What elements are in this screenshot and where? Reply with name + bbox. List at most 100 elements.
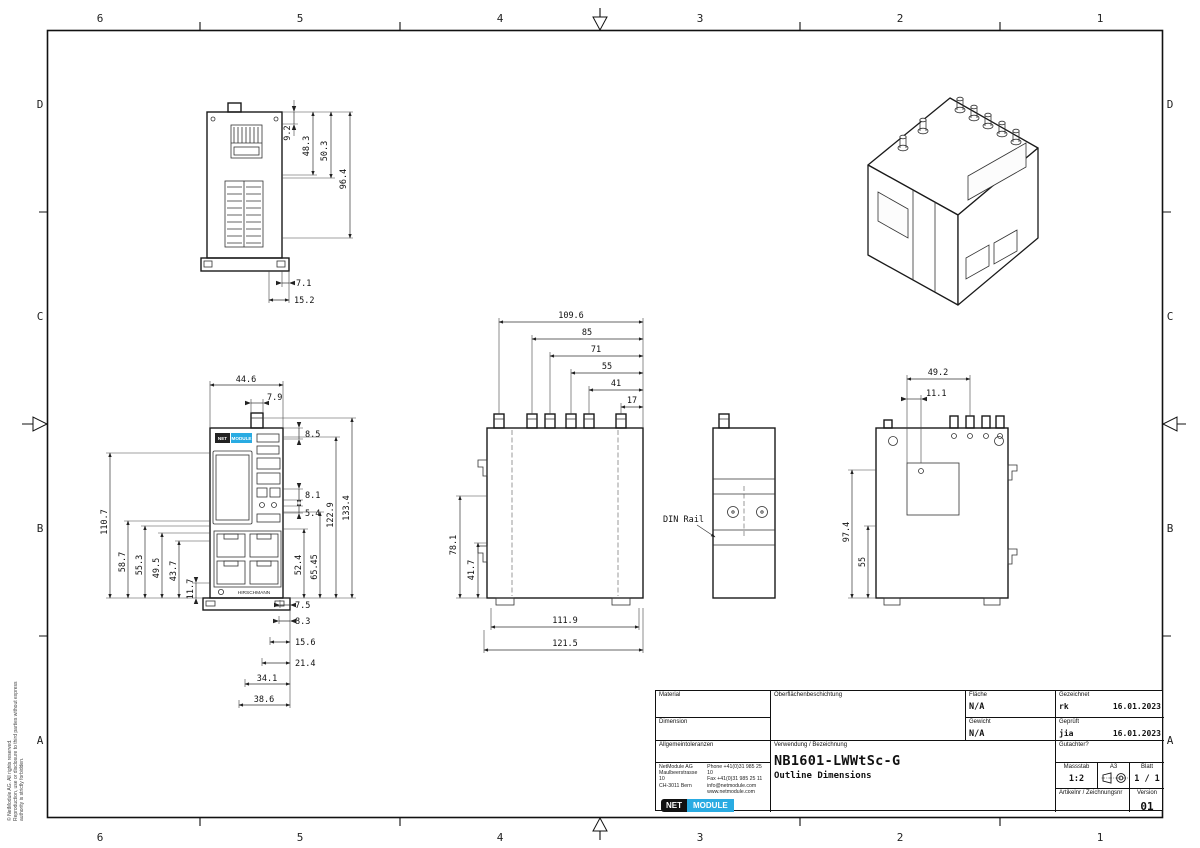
dim-label: 85 xyxy=(582,328,592,338)
surface-cell: Oberflächenbeschichtung xyxy=(771,691,966,741)
drawn-label: Gezeichnet xyxy=(1059,692,1090,698)
front-view-dimensions: 44.6 7.9 8.5 8.1 5.4 52.4 65.45 122.9 13… xyxy=(100,375,356,708)
dim-label: 8.1 xyxy=(305,491,320,501)
center-marks xyxy=(22,8,1186,840)
zone-label: A xyxy=(1167,734,1174,747)
logo-module: MODULE xyxy=(687,799,734,812)
checked-label: Geprüft xyxy=(1059,719,1080,725)
dim-label: 78.1 xyxy=(449,535,459,555)
top-view-dimensions: 9.2 48.3 50.3 96.4 7.1 15.2 xyxy=(268,100,353,306)
zone-label: 4 xyxy=(497,831,504,844)
dim-label: 65.45 xyxy=(310,554,320,580)
drawn-by: rk xyxy=(1059,702,1069,711)
ethernet-block xyxy=(213,530,282,588)
scale-label: Massstab xyxy=(1063,764,1090,770)
zone-label: 1 xyxy=(1097,12,1104,25)
article-cell: Artikelnr / Zeichnungsnr xyxy=(1056,789,1130,812)
zone-label: B xyxy=(1167,522,1174,535)
dimension-label: Dimension xyxy=(659,719,688,725)
tolerances-cell: Allgemeintoleranzen xyxy=(656,741,771,763)
material-label: Material xyxy=(659,692,681,698)
dim-label: 55 xyxy=(602,362,612,372)
dim-label: 50.3 xyxy=(320,141,330,161)
netmodule-logo: NET MODULE xyxy=(661,799,767,812)
front-logo-module-label: MODULE xyxy=(232,436,252,441)
dim-label: 9.2 xyxy=(283,125,293,140)
material-cell: Material xyxy=(656,691,771,718)
sheet-cell: Blatt 1 / 1 xyxy=(1130,763,1164,789)
gewicht-cell: Gewicht N/A xyxy=(966,718,1056,741)
part-number: NB1601-LWWtSc-G xyxy=(774,753,901,769)
company-street: Maulbeerstrasse 10 xyxy=(659,770,698,783)
zone-label: 5 xyxy=(297,12,304,25)
drawn-cell: Gezeichnet rk 16.01.2023 xyxy=(1056,691,1164,718)
zone-label: C xyxy=(1167,310,1174,323)
dim-label: 110.7 xyxy=(100,509,110,535)
zone-label: 4 xyxy=(497,12,504,25)
zone-label: C xyxy=(37,310,44,323)
zone-label: 3 xyxy=(697,12,704,25)
dim-label: 7.5 xyxy=(295,601,310,611)
scale-value: 1:2 xyxy=(1068,774,1085,784)
designation-cell: Verwendung / Bezeichnung NB1601-LWWtSc-G… xyxy=(771,741,1056,812)
dim-label: 17 xyxy=(627,396,637,406)
dim-label: 15.2 xyxy=(294,296,314,306)
dimension-cell: Dimension xyxy=(656,718,771,741)
dim-label: 55.3 xyxy=(135,555,145,575)
front-logo-net-box xyxy=(215,433,230,443)
flaeche-cell: Fläche N/A xyxy=(966,691,1056,718)
side-view xyxy=(477,413,644,606)
dim-label: 52.4 xyxy=(294,555,304,575)
top-view xyxy=(200,102,290,272)
dim-label: 97.4 xyxy=(842,522,852,542)
dim-label: 48.3 xyxy=(302,136,312,156)
zone-label: 1 xyxy=(1097,831,1104,844)
approver-cell: Gutachter? xyxy=(1056,741,1164,763)
dim-label: 111.9 xyxy=(552,616,578,626)
tolerances-label: Allgemeintoleranzen xyxy=(659,742,714,748)
gewicht-label: Gewicht xyxy=(969,719,991,725)
part-title: Outline Dimensions xyxy=(774,771,872,781)
company-city: CH-3011 Bern xyxy=(659,782,692,789)
dim-label: 11.7 xyxy=(186,579,196,599)
zone-label: 6 xyxy=(97,831,104,844)
copyright-line: authority is strictly forbidden. xyxy=(19,757,25,821)
company-contact: Phone +41(0)31 985 25 10 Fax +41(0)31 98… xyxy=(707,764,767,795)
dim-label: 55 xyxy=(858,557,868,567)
dim-label: 71 xyxy=(591,345,601,355)
dim-label: 41.7 xyxy=(467,560,477,580)
dim-label: 121.5 xyxy=(552,639,578,649)
company-fax: Fax +41(0)31 985 25 11 xyxy=(707,776,763,783)
zone-label: B xyxy=(37,522,44,535)
flaeche-value: N/A xyxy=(969,702,985,712)
paper-size-cell: A3 xyxy=(1098,763,1130,789)
dim-label: 8.3 xyxy=(295,617,310,627)
dim-label: 43.7 xyxy=(169,561,179,581)
zone-label: 2 xyxy=(897,831,904,844)
front-logo-net-label: NET xyxy=(218,436,227,441)
dim-label: 21.4 xyxy=(295,659,315,669)
zone-label: D xyxy=(1167,98,1174,111)
dim-label: 49.5 xyxy=(152,558,162,578)
surface-label: Oberflächenbeschichtung xyxy=(774,692,843,698)
din-rail-view: DIN Rail xyxy=(663,413,776,599)
drawn-date: 16.01.2023 xyxy=(1112,702,1161,711)
dim-label: 7.9 xyxy=(267,393,282,403)
company-phone: Phone +41(0)31 985 25 10 xyxy=(707,764,762,777)
side-view-dimensions: 109.6 85 71 55 41 17 78.1 41.7 111.9 121… xyxy=(449,311,644,653)
title-block: Material Oberflächenbeschichtung Fläche … xyxy=(655,690,1164,812)
zone-label: 3 xyxy=(697,831,704,844)
iso-antenna-connectors xyxy=(897,96,1022,152)
dim-label: 133.4 xyxy=(342,495,352,521)
sheet-value: 1 / 1 xyxy=(1134,774,1160,784)
hirschmann-label: HIRSCHMANN xyxy=(238,590,271,596)
din-rail-label: DIN Rail xyxy=(663,515,704,525)
checked-by: jia xyxy=(1059,729,1074,738)
checked-cell: Geprüft jia 16.01.2023 xyxy=(1056,718,1164,741)
dim-label: 58.7 xyxy=(118,552,128,572)
front-view: NET MODULE HIRSCHMANN xyxy=(202,412,291,611)
front-logo-module-box xyxy=(231,433,252,443)
dim-label: 44.6 xyxy=(236,375,256,385)
